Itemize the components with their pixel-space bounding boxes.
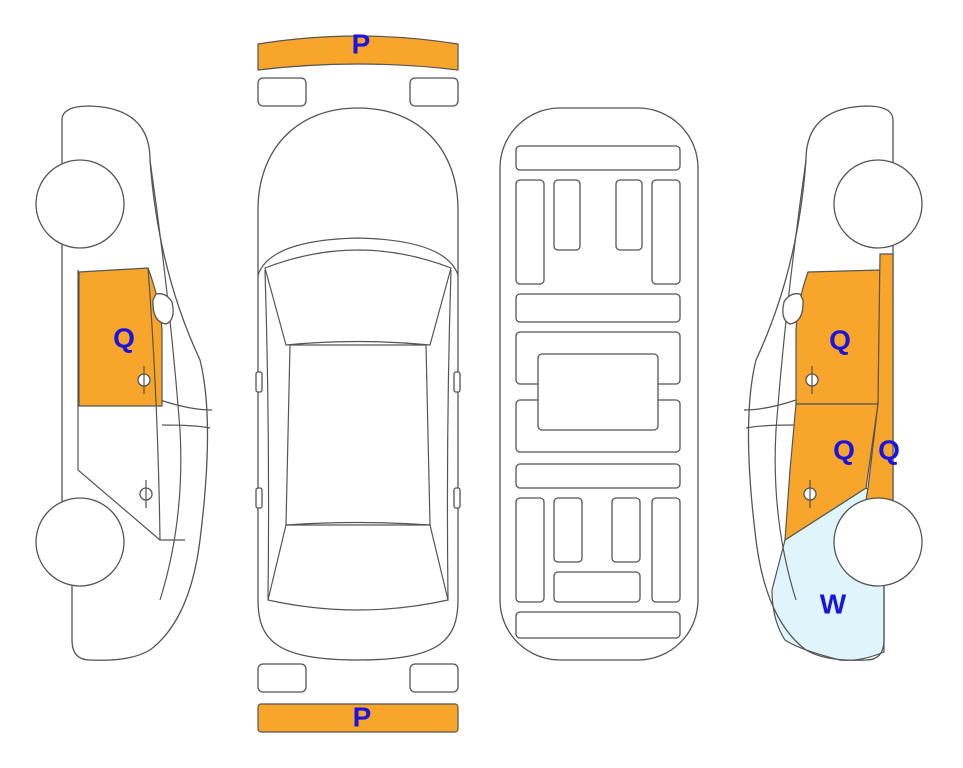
right-front-door-label: Q	[829, 324, 851, 355]
under-part-5	[651, 179, 681, 285]
under-part-16	[515, 611, 681, 639]
under-part-12	[553, 497, 583, 563]
under-part-11	[515, 497, 545, 603]
left-window-line-2	[161, 424, 211, 429]
left-rear-handle	[255, 487, 263, 509]
right-rear-door-handle	[803, 480, 817, 508]
right-front-door-handle	[805, 366, 819, 394]
car-underside-view	[499, 107, 699, 661]
left-mirror	[255, 371, 263, 393]
front-bumper-label: P	[352, 28, 371, 59]
front-left-tire	[257, 77, 307, 107]
left-front-wheel	[35, 159, 125, 249]
left-side-line	[264, 269, 270, 601]
right-window-line-2	[745, 424, 795, 429]
left-window-line	[159, 399, 213, 411]
right-mirror-shape	[782, 293, 804, 325]
right-side-line	[446, 269, 452, 601]
rear-right-tire	[409, 663, 459, 693]
right-rear-fender-label: W	[820, 588, 847, 619]
rear-bumper-label: P	[353, 701, 372, 732]
right-window-line	[743, 399, 797, 411]
left-roof-line	[149, 159, 182, 601]
right-rear-door-panel[interactable]	[784, 403, 879, 542]
under-part-10	[515, 463, 681, 489]
left-front-door-handle	[137, 366, 151, 394]
left-pillar-line	[147, 267, 161, 541]
front-bumper-panel[interactable]	[257, 35, 459, 71]
windshield	[264, 249, 452, 346]
top-view-body	[257, 107, 459, 661]
left-rear-door-handle	[139, 480, 153, 508]
under-part-1	[515, 145, 681, 171]
right-rear-door-label: Q	[833, 434, 855, 465]
right-roof-line	[774, 159, 807, 601]
under-part-6	[515, 293, 681, 323]
under-part-2	[515, 179, 545, 285]
under-part-15	[553, 571, 641, 603]
rear-bumper-panel[interactable]	[257, 703, 459, 733]
right-rear-handle	[453, 487, 461, 509]
right-front-wheel	[833, 159, 923, 249]
under-part-3	[553, 179, 581, 251]
front-right-tire	[409, 77, 459, 107]
car-left-side-view: Q	[35, 105, 213, 661]
left-rear-door-label: Q	[113, 322, 135, 353]
left-rear-wheel	[35, 497, 125, 587]
under-part-4	[615, 179, 643, 251]
under-part-13	[611, 497, 641, 563]
rear-window	[267, 521, 449, 611]
right-mirror	[453, 371, 461, 393]
left-door-divider	[77, 270, 185, 541]
hood-line	[257, 237, 459, 276]
under-part-9	[537, 353, 659, 431]
rear-left-tire	[257, 663, 307, 693]
car-top-view: P P	[255, 28, 461, 733]
under-part-14	[651, 497, 681, 603]
right-pillar-label: Q	[878, 434, 900, 465]
right-rear-wheel	[833, 497, 923, 587]
left-mirror-shape	[152, 293, 174, 325]
car-right-side-view: Q Q Q W	[743, 105, 923, 661]
